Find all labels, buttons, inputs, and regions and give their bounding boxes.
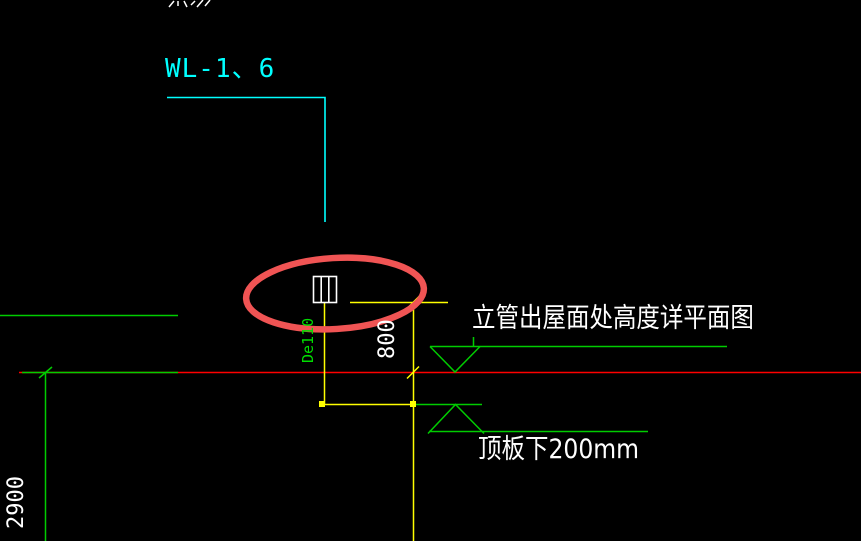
riser-tag-leader-line xyxy=(167,96,326,222)
roof-note-label: 立管出屋面处高度详平面图 xyxy=(472,303,754,334)
riser-symbol xyxy=(312,275,338,304)
green-linework xyxy=(0,314,727,541)
pipe-node-dot-right xyxy=(410,401,416,407)
ceiling-note-label: 顶板下200mm xyxy=(478,434,640,465)
riser-symbol-outline xyxy=(312,275,338,304)
highlight-ellipse xyxy=(242,254,428,333)
pipe-node-dot-left xyxy=(319,401,325,407)
dim-2900-label: 2900 xyxy=(4,476,29,529)
pipe-diameter-label: De110 xyxy=(299,317,317,363)
clipped-text-fragments xyxy=(168,0,211,8)
roof-level-marker-triangle xyxy=(429,345,481,374)
ceiling-marker-triangle xyxy=(427,403,485,435)
riser-tag-label: WL-1、6 xyxy=(165,54,276,84)
dim-800-tick-bottom xyxy=(406,365,420,380)
dim-800-label: 800 xyxy=(375,319,400,359)
